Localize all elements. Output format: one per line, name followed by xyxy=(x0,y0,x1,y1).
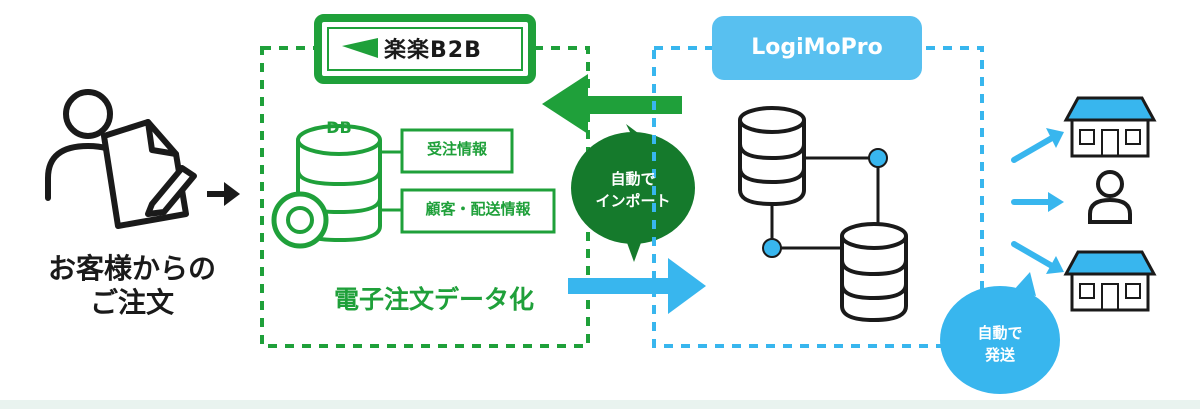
customer-info-box xyxy=(400,188,556,234)
customer-label-line1: お客様からの xyxy=(47,252,216,285)
customer-info-label: 顧客・配送情報 xyxy=(425,200,531,218)
import-bubble-label: 自動で インポート xyxy=(572,168,694,212)
order-info-label: 受注情報 xyxy=(426,140,487,158)
rakuten-logo-text: 楽楽B2B xyxy=(384,38,482,63)
delivery-arrow-3-head xyxy=(1046,256,1064,274)
db-tag: DB xyxy=(326,118,352,137)
export-arrow xyxy=(568,258,706,314)
delivery-arrows xyxy=(1011,135,1055,269)
network-node-1 xyxy=(868,148,888,168)
customer-arrow-head xyxy=(224,182,240,206)
logimopro-container xyxy=(652,46,984,348)
import-label-line2: インポート xyxy=(595,192,671,210)
order-info-box xyxy=(400,128,514,174)
logimopro-title-box xyxy=(712,16,922,80)
store-icon-bottom xyxy=(1063,250,1157,312)
ship-label-line1: 自動で xyxy=(977,324,1023,342)
delivery-arrow-1-head xyxy=(1046,128,1064,148)
import-bubble xyxy=(571,124,695,262)
delivery-arrow-2-head xyxy=(1048,192,1064,212)
customer-order-icon xyxy=(45,89,197,229)
rakuten-container xyxy=(260,46,590,348)
ship-bubble xyxy=(940,272,1060,394)
delivery-arrow-1 xyxy=(1011,135,1055,163)
logimopro-title: LogiMoPro xyxy=(751,35,883,60)
customer-label-line2: ご注文 xyxy=(89,286,174,319)
customer-order-label: お客様からの ご注文 xyxy=(22,252,242,320)
rakuten-logo-inner xyxy=(327,27,523,71)
logimopro-db-top-icon xyxy=(738,106,806,207)
person-head-icon xyxy=(63,89,113,139)
recipient-person-icon xyxy=(1088,170,1132,224)
import-arrow xyxy=(542,74,682,134)
network-node-2 xyxy=(762,238,782,258)
logimopro-db-bottom-icon xyxy=(840,222,908,323)
pen-icon xyxy=(145,165,197,217)
ship-label-line2: 発送 xyxy=(984,346,1015,364)
lifebuoy-icon xyxy=(271,191,329,249)
store-icon-top xyxy=(1063,96,1157,158)
delivery-arrow-3 xyxy=(1011,241,1055,269)
ship-bubble-label: 自動で 発送 xyxy=(952,322,1048,366)
digitize-label: 電子注文データ化 xyxy=(333,285,534,314)
import-label-line1: 自動で xyxy=(610,170,656,188)
bottom-band xyxy=(0,400,1200,409)
rakuten-logo-mark xyxy=(342,38,378,58)
